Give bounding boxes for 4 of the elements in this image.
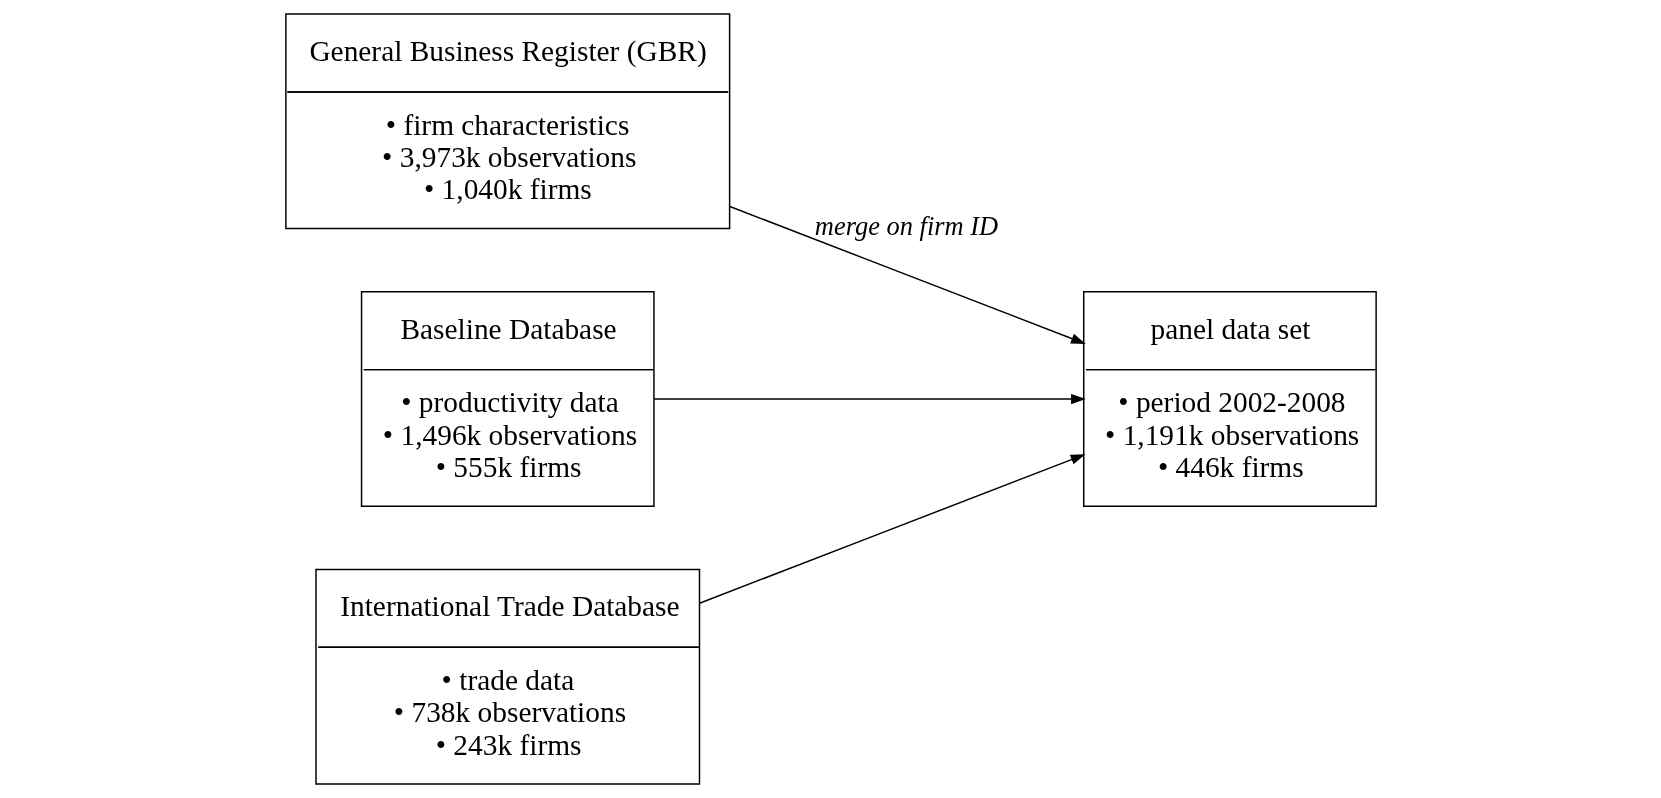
arrow (653, 393, 1086, 405)
edge-label: merge on firm ID (814, 211, 998, 242)
arrow (728, 205, 1086, 344)
arrow (698, 454, 1085, 604)
